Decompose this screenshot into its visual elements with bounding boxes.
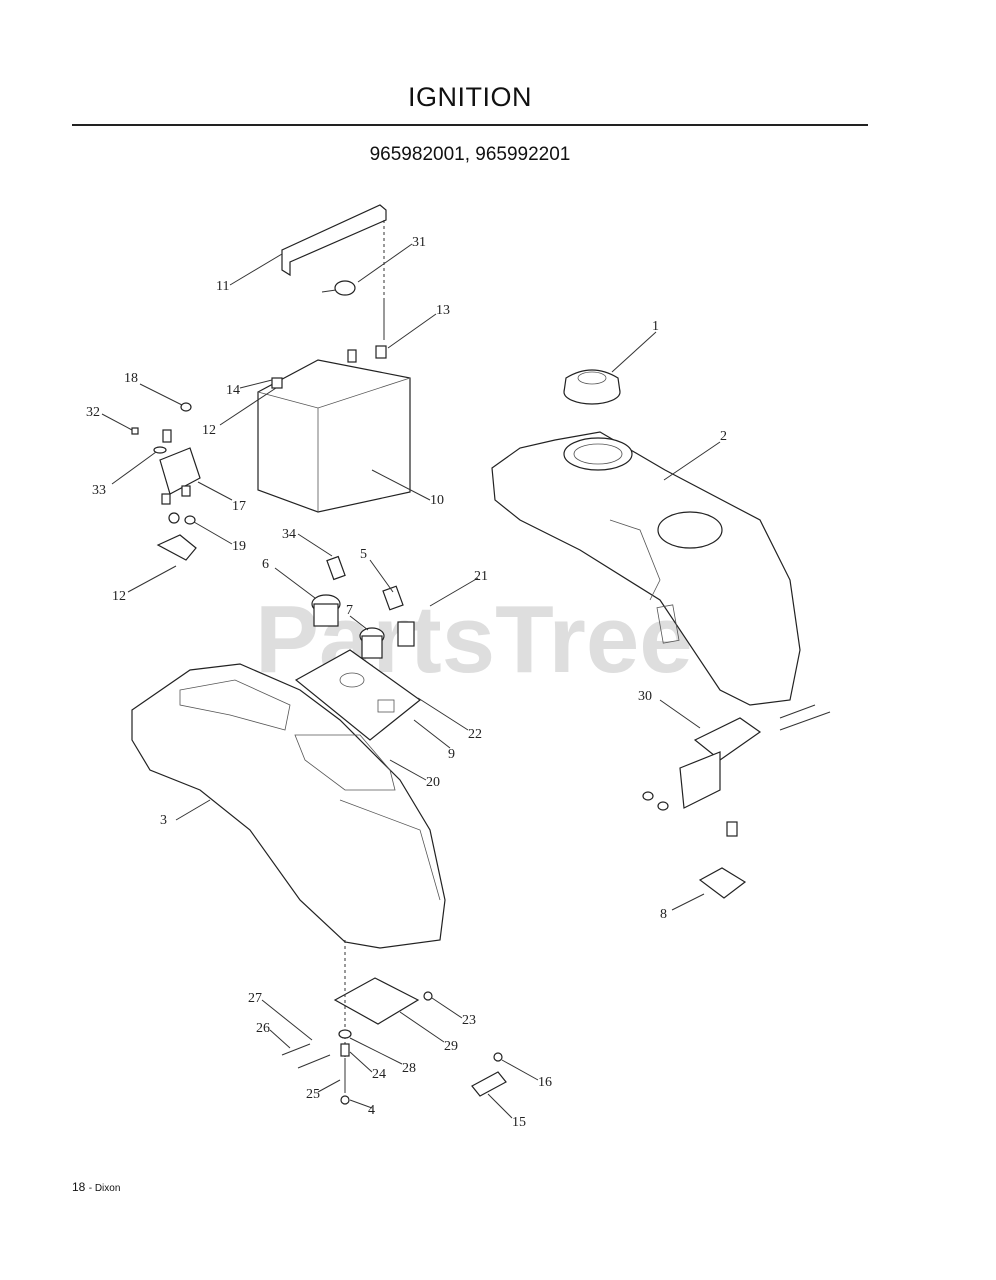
callout-28: 28 (402, 1061, 416, 1076)
page-title: IGNITION (408, 82, 532, 112)
callout-6: 6 (262, 557, 269, 572)
callout-22: 22 (468, 727, 482, 742)
callout-14: 14 (226, 383, 240, 398)
callout-10: 10 (430, 493, 444, 508)
callout-29: 29 (444, 1039, 458, 1054)
callout-31: 31 (412, 235, 426, 250)
callout-30: 30 (638, 689, 652, 704)
callout-20: 20 (426, 775, 440, 790)
footer-brand: Dixon (94, 1183, 121, 1194)
footer-page-number: 18 (72, 1180, 86, 1194)
relay (698, 867, 747, 899)
solenoid (131, 402, 201, 561)
leader-lines (101, 243, 721, 1119)
callout-13: 13 (436, 303, 450, 318)
fuel-tank (491, 431, 801, 706)
callout-1: 1 (652, 319, 659, 334)
title-rule (72, 124, 868, 126)
callout-33: 33 (92, 483, 106, 498)
callout-5: 5 (360, 547, 367, 562)
bracket (642, 704, 831, 837)
callout-16: 16 (538, 1075, 552, 1090)
callout-4: 4 (368, 1103, 375, 1118)
callout-2: 2 (720, 429, 727, 444)
callout-32: 32 (86, 405, 100, 420)
callout-23: 23 (462, 1013, 476, 1028)
callout-24: 24 (372, 1067, 386, 1082)
callout-12-bottom: 12 (112, 589, 126, 604)
bottom-bracket (281, 940, 433, 1105)
callout-19: 19 (232, 539, 246, 554)
callout-labels: 1 2 3 4 5 6 7 8 9 10 11 12 12 13 14 15 1… (86, 235, 727, 1130)
fuel-cap (563, 369, 621, 405)
battery (257, 345, 411, 513)
latch (471, 1052, 507, 1097)
callout-8: 8 (660, 907, 667, 922)
callout-27: 27 (248, 991, 262, 1006)
switch-panel (294, 649, 421, 741)
callout-17: 17 (232, 499, 246, 514)
callout-25: 25 (306, 1087, 320, 1102)
callout-21: 21 (474, 569, 488, 584)
page-footer: 18 - Dixon (72, 1180, 120, 1194)
callout-11: 11 (216, 279, 229, 294)
battery-rod (281, 204, 387, 340)
clamp (321, 280, 356, 296)
callout-26: 26 (256, 1021, 270, 1036)
ignition-switch-parts (311, 555, 415, 659)
callout-3: 3 (160, 813, 167, 828)
callout-9: 9 (448, 747, 455, 762)
console-fender (131, 663, 446, 949)
footer-separator: - (88, 1183, 95, 1194)
callout-7: 7 (346, 603, 353, 618)
model-numbers: 965982001, 965992201 (369, 144, 571, 165)
callout-18: 18 (124, 371, 138, 386)
callout-12-top: 12 (202, 423, 216, 438)
callout-34: 34 (282, 527, 296, 542)
callout-15: 15 (512, 1115, 526, 1130)
